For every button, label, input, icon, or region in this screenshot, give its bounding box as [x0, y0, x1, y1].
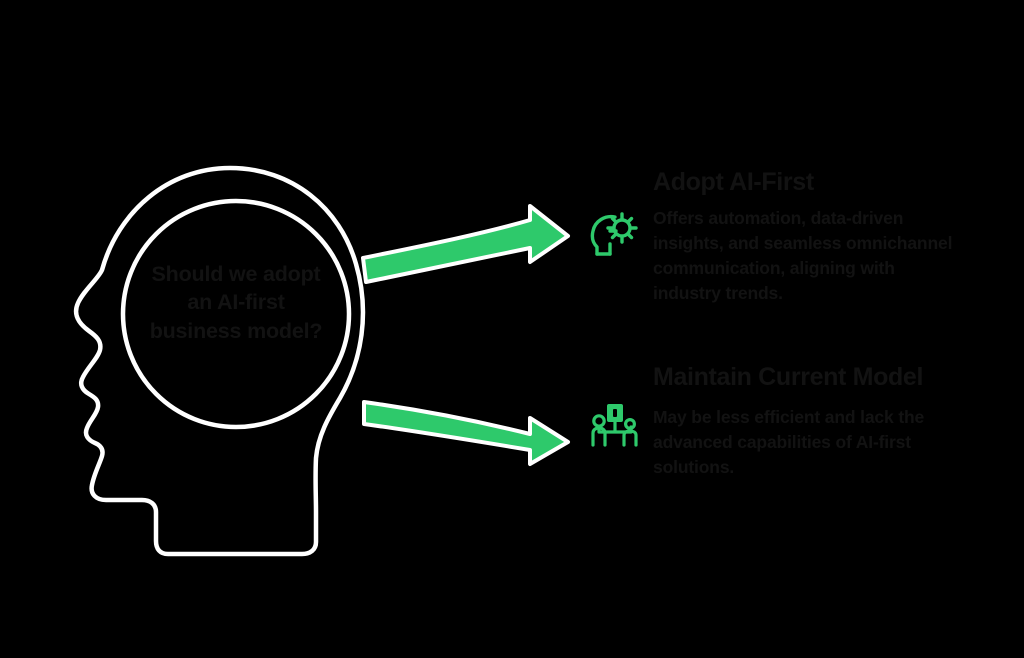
arrow-to-option-0 — [361, 204, 570, 284]
central-question-node: Should we adopt an AI-first business mod… — [40, 160, 380, 560]
option-description: May be less efficient and lack the advan… — [653, 407, 925, 477]
head-with-gear-icon — [590, 212, 638, 256]
arrow-to-option-1 — [362, 400, 570, 466]
option-description: Offers automation, data-driven insights,… — [653, 208, 953, 303]
head-profile-icon — [73, 165, 366, 557]
people-org-chart-icon — [591, 404, 638, 447]
option-title: Maintain Current Model — [653, 363, 924, 391]
option-title: Adopt AI-First — [653, 168, 814, 196]
